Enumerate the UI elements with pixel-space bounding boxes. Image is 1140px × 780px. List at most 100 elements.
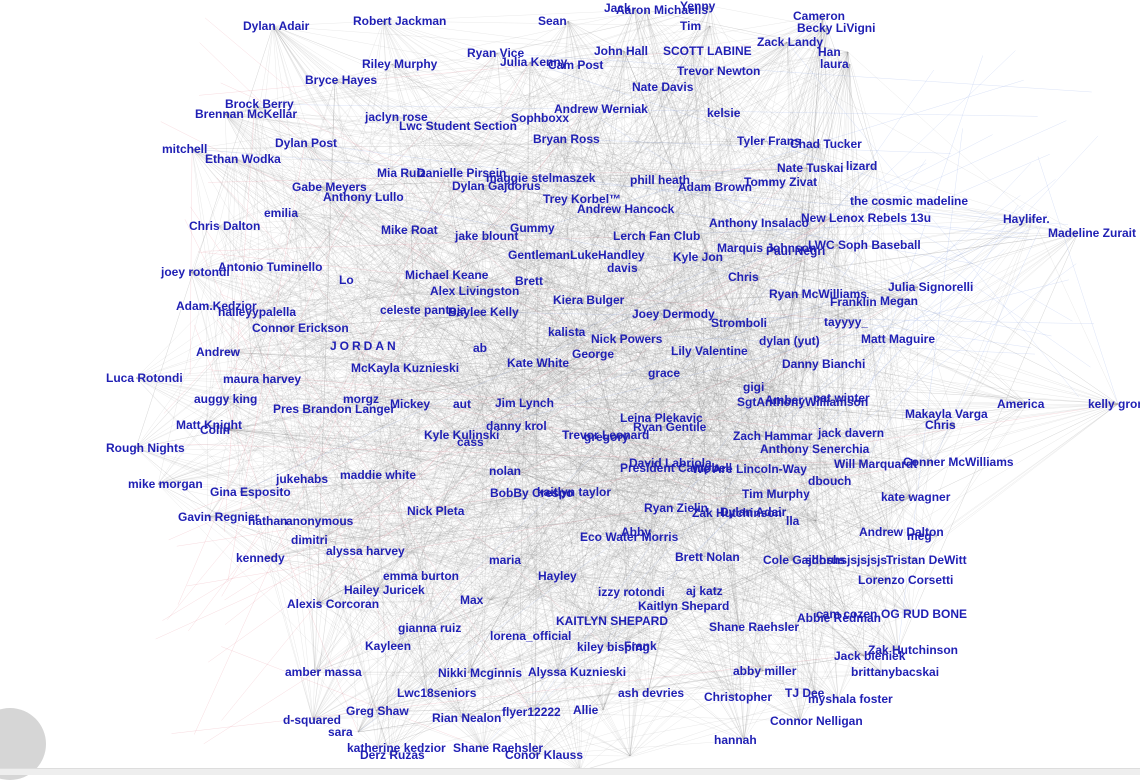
node-label[interactable]: David Labriola [629,456,712,470]
node-label[interactable]: gigi [743,380,764,394]
node-label[interactable]: Anthony Insalaco [709,216,809,230]
node-label[interactable]: Hayley [538,569,577,583]
node-label[interactable]: hannah [714,733,757,747]
bottom-scrollbar[interactable] [0,768,1140,775]
node-label[interactable]: Haylifer. [1003,212,1050,226]
node-label[interactable]: Chris [728,270,759,284]
node-label[interactable]: nathan [248,514,287,528]
node-label[interactable]: Trevor Newton [677,64,760,78]
node-label[interactable]: maggie stelmaszek [486,171,596,185]
node-label[interactable]: Pres Brandon Langer [273,402,395,416]
node-label[interactable]: Trey Korbel™ [543,192,621,206]
node-label[interactable]: Anthony Lullo [323,190,404,204]
node-label[interactable]: kate wagner [881,490,951,504]
node-label[interactable]: Tim Murphy [742,487,810,501]
node-label[interactable]: phill heath [630,173,690,187]
node-label[interactable]: lorena_official [490,629,571,643]
node-label[interactable]: TJ Dee [785,686,825,700]
node-label[interactable]: Paul Negri [766,244,825,258]
node-label[interactable]: Kiera Bulger [553,293,625,307]
node-label[interactable]: Danny Bianchi [782,357,865,371]
node-label[interactable]: Gabe Meyers [292,180,367,194]
node-label[interactable]: Eco Water Morris [580,530,679,544]
node-label[interactable]: Han [818,45,841,59]
node-label[interactable]: ab [473,341,487,355]
node-label[interactable]: Brennan McKellar [195,107,297,121]
node-label[interactable]: Matt Maguire [861,332,935,346]
node-label[interactable]: Shane Raehsler [709,620,799,634]
node-label[interactable]: Frank [624,639,657,653]
node-label[interactable]: Dylan Post [275,136,337,150]
node-label[interactable]: Megan [880,294,918,308]
node-label[interactable]: mike morgan [128,477,203,491]
node-label[interactable]: Franklin [830,295,877,309]
node-label[interactable]: Greg Shaw [346,704,409,718]
node-label[interactable]: Connor Nelligan [770,714,863,728]
node-label[interactable]: Chris [925,418,956,432]
node-label[interactable]: kennedy [236,551,285,565]
node-label[interactable]: Allie [573,703,599,717]
node-label[interactable]: Nick Powers [591,332,663,346]
node-label[interactable]: jaclyn rose [364,110,428,124]
node-label[interactable]: auggy king [194,392,257,406]
node-label[interactable]: katherine kedzior [347,741,446,755]
node-label[interactable]: Bryce Hayes [305,73,377,87]
node-label[interactable]: kelly gromnicki [1088,397,1140,411]
node-label[interactable]: Sean [538,14,567,28]
node-label[interactable]: jukehabs [275,472,328,486]
node-label[interactable]: Ryan Zielin [644,501,708,515]
node-label[interactable]: John Hall [594,44,648,58]
node-label[interactable]: Antonio Tuminello [218,260,322,274]
node-label[interactable]: Jim Lynch [495,396,554,410]
node-label[interactable]: Brett [515,274,543,288]
node-label[interactable]: Leina Plekavic [620,411,703,425]
node-label[interactable]: Nate Tuskai [777,161,843,175]
node-label[interactable]: shhshsjsjsjsjs [805,553,887,567]
node-label[interactable]: aut [453,397,471,411]
node-label[interactable]: gianna ruiz [398,621,461,635]
node-label[interactable]: Julia Kenny [500,55,568,69]
node-label[interactable]: Tyler Frans [737,134,801,148]
node-label[interactable]: kiley bisping [577,640,650,654]
node-label[interactable]: maria [489,553,521,567]
node-label[interactable]: dylan (yut) [759,334,820,348]
node-label[interactable]: Kaitlyn Shepard [638,599,729,613]
node-label[interactable]: Danielle Pirsein [417,166,506,180]
node-label[interactable]: Christopher [704,690,772,704]
node-label[interactable]: Alexis Corcoran [287,597,379,611]
node-label[interactable]: Jack [604,1,631,15]
node-label[interactable]: KAITLYN SHEPARD [556,614,668,628]
node-label[interactable]: the cosmic madeline [850,194,968,208]
node-label[interactable]: dimitri [291,533,328,547]
node-label[interactable]: SgtAnthonyWilliamson [737,395,868,409]
node-label[interactable]: brittanybacskai [851,665,939,679]
node-label[interactable]: myshala foster [808,692,893,706]
node-label[interactable]: Gavin Regnier [178,510,260,524]
node-label[interactable]: danny krol [486,419,547,433]
node-label[interactable]: emma burton [383,569,459,583]
node-label[interactable]: Makayla Varga [905,407,988,421]
node-label[interactable]: Amber [765,393,803,407]
node-label[interactable]: Jack bieniek [834,649,906,663]
node-label[interactable]: abby miller [733,664,797,678]
node-label[interactable]: Chad Tucker [790,137,862,151]
node-label[interactable]: Lily Valentine [671,344,748,358]
node-label[interactable]: McKayla Kuznieski [351,361,459,375]
node-label[interactable]: Nate Davis [632,80,694,94]
node-label[interactable]: America [997,397,1045,411]
node-label[interactable]: gregory [584,430,629,444]
node-label[interactable]: Andrew Dalton [859,525,944,539]
node-label[interactable]: GentlemanLukeHandley [508,248,645,262]
node-label[interactable]: Max [460,593,484,607]
node-label[interactable]: Dylan Adair [720,505,787,519]
node-label[interactable]: Kate White [507,356,569,370]
node-label[interactable]: Andrew [196,345,241,359]
node-label[interactable]: Bryan Ross [533,132,600,146]
node-label[interactable]: kelsie [707,106,741,120]
node-label[interactable]: Gina Esposito [210,485,291,499]
node-label[interactable]: Michael Keane [405,268,489,282]
node-label[interactable]: SCOTT LABINE [663,44,752,58]
node-label[interactable]: Luca Rotondi [106,371,183,385]
node-label[interactable]: Zack Landy [757,35,823,49]
